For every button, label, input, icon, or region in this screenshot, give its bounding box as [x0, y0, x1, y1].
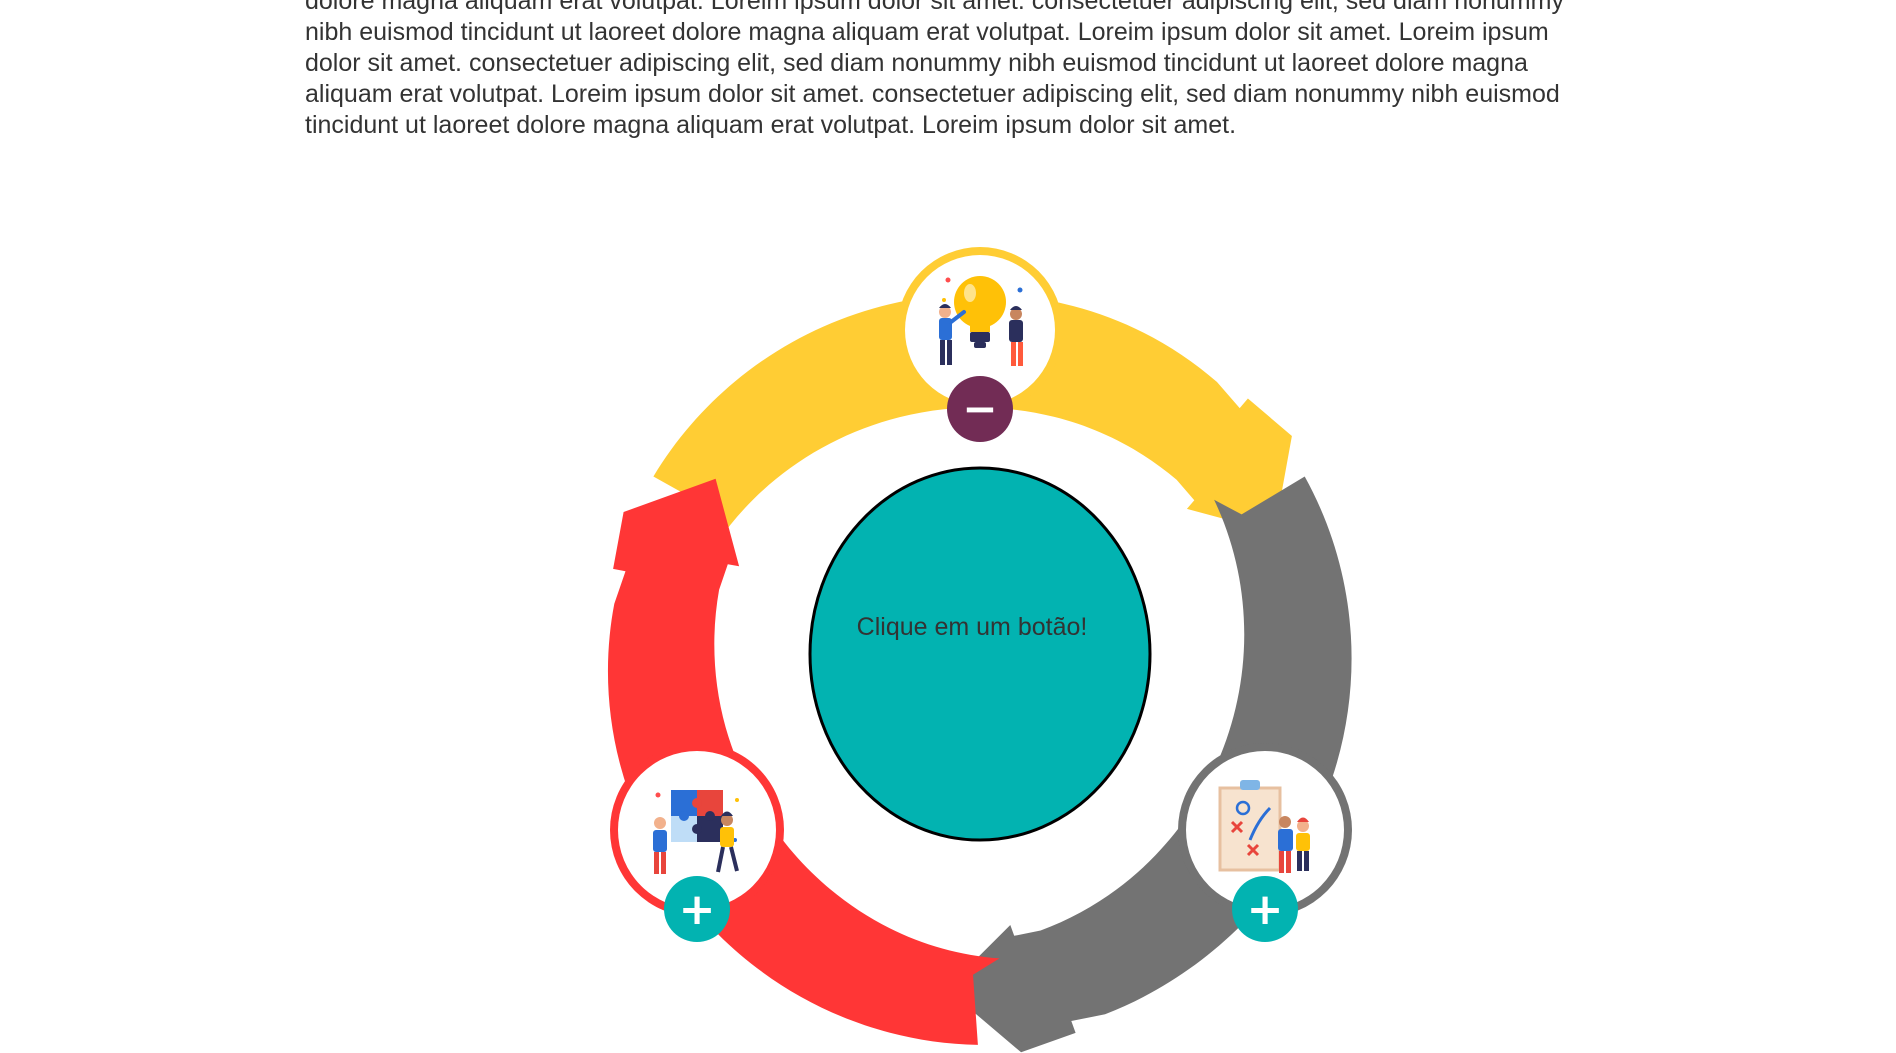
cycle-arrow-yellow: [653, 293, 1292, 544]
center-prompt-text: Clique em um botão!: [856, 613, 1088, 641]
puzzle-teamwork-icon: [653, 790, 739, 874]
intro-line: nibh euismod tincidunt ut laoreet dolore…: [305, 18, 1549, 46]
intro-line: tincidunt ut laoreet dolore magna aliqua…: [305, 111, 1237, 139]
intro-paragraph: dolore magna aliquam erat volutpat. Lore…: [305, 0, 1640, 141]
idea-lightbulb-icon: [939, 276, 1023, 366]
step-strategy[interactable]: [1178, 743, 1352, 917]
step-teamwork-toggle-label: +: [679, 884, 716, 935]
step-idea[interactable]: [897, 247, 1063, 413]
step-teamwork[interactable]: [610, 743, 784, 917]
step-strategy-toggle-label: +: [1247, 884, 1284, 935]
intro-line: aliquam erat volutpat. Loreim ipsum dolo…: [305, 80, 1560, 108]
intro-line: dolore magna aliquam erat volutpat. Lore…: [305, 0, 1564, 15]
step-idea-toggle-button[interactable]: −: [947, 376, 1013, 442]
step-strategy-toggle-button[interactable]: +: [1232, 876, 1298, 942]
step-teamwork-toggle-button[interactable]: +: [664, 876, 730, 942]
step-idea-toggle-label: −: [962, 384, 997, 433]
strategy-board-icon: [1218, 780, 1310, 873]
intro-line: dolor sit amet. consectetuer adipiscing …: [305, 49, 1528, 77]
center-circle[interactable]: [808, 466, 1152, 842]
